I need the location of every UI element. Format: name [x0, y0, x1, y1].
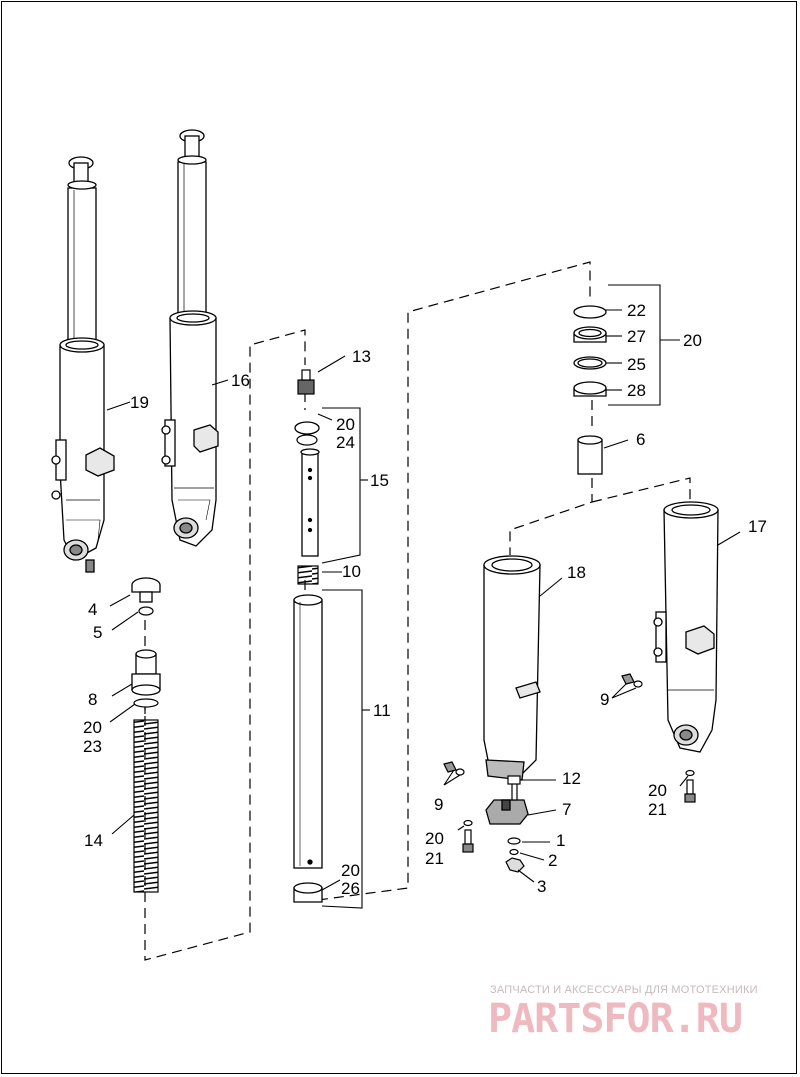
callout-15: 15 [370, 471, 389, 490]
assembly-guide-lines [144, 261, 691, 961]
callout-14: 14 [84, 831, 103, 850]
callout-3: 3 [537, 877, 546, 896]
fork-assembly-19 [51, 156, 115, 573]
damper-tube-15 [300, 448, 320, 557]
stud-12 [507, 775, 521, 801]
seal-ring-24-lower [296, 434, 318, 446]
callout-6: 6 [636, 430, 645, 449]
rebound-spring-10 [297, 565, 319, 585]
callout-2: 2 [548, 851, 557, 870]
callout-9-left: 9 [434, 795, 443, 814]
callout-25: 25 [627, 355, 646, 374]
callout-20-tube: 20 [341, 861, 360, 880]
callout-16: 16 [231, 371, 250, 390]
damper-cap-13 [297, 369, 315, 395]
seal-ring-24 [294, 421, 320, 435]
washer-25 [573, 356, 607, 370]
callout-23: 23 [83, 737, 102, 756]
callout-20-kit: 20 [683, 331, 702, 350]
seal-kit-20 [573, 305, 607, 397]
spring-spacer-8 [131, 649, 161, 696]
bolt-21-right [684, 769, 696, 803]
fork-tube-11 [293, 594, 323, 869]
retaining-ring-22 [573, 305, 607, 319]
callout-20-bolt-left: 20 [425, 829, 444, 848]
callout-8: 8 [88, 690, 97, 709]
callout-18: 18 [567, 563, 586, 582]
bushing-28 [573, 381, 607, 397]
callout-7: 7 [562, 800, 571, 819]
callout-labels: 1 2 3 4 5 6 7 8 9 9 10 11 12 13 14 15 16… [83, 301, 767, 898]
fork-assembly-17 [653, 501, 719, 753]
fork-slider-18 [483, 555, 541, 781]
callout-21-left: 21 [425, 849, 444, 868]
callout-12: 12 [562, 769, 581, 788]
callout-17: 17 [748, 517, 767, 536]
callout-28: 28 [627, 381, 646, 400]
watermark-tagline: ЗАПЧАСТИ И АКСЕССУАРЫ ДЛЯ МОТОТЕХНИКИ [490, 984, 758, 996]
callout-20-spring: 20 [83, 718, 102, 737]
callout-10: 10 [342, 562, 361, 581]
callout-20-damper: 20 [336, 415, 355, 434]
callout-21-right: 21 [648, 800, 667, 819]
fork-spring-14 [133, 719, 159, 893]
fork-assembly-16 [161, 129, 219, 547]
callout-13: 13 [352, 347, 371, 366]
damper-lock-6 [577, 435, 603, 475]
lock-washer-2 [509, 848, 519, 856]
callout-5: 5 [93, 623, 102, 642]
bolt-21-left [462, 819, 474, 853]
callout-1: 1 [556, 831, 565, 850]
callout-22: 22 [627, 301, 646, 320]
callout-24: 24 [336, 433, 355, 452]
screw-9-right [621, 673, 643, 688]
axle-clamp-7 [485, 799, 529, 825]
o-ring-5 [138, 606, 154, 616]
callout-4: 4 [88, 600, 97, 619]
washer-1 [507, 837, 521, 845]
leader-lines [106, 284, 741, 909]
callout-26: 26 [341, 879, 360, 898]
oil-seal-27 [573, 326, 607, 343]
fork-cap-bolt-4 [131, 577, 161, 603]
bushing-26 [293, 882, 323, 903]
callout-19: 19 [130, 393, 149, 412]
callout-27: 27 [627, 327, 646, 346]
nut-3 [505, 857, 525, 873]
callout-11: 11 [373, 701, 391, 720]
washer-23 [133, 698, 159, 708]
screw-9-left [443, 761, 465, 776]
callout-20-bolt-right: 20 [648, 781, 667, 800]
watermark-brand: PARTSFOR.RU [488, 996, 743, 1042]
callout-9-right: 9 [600, 690, 609, 709]
